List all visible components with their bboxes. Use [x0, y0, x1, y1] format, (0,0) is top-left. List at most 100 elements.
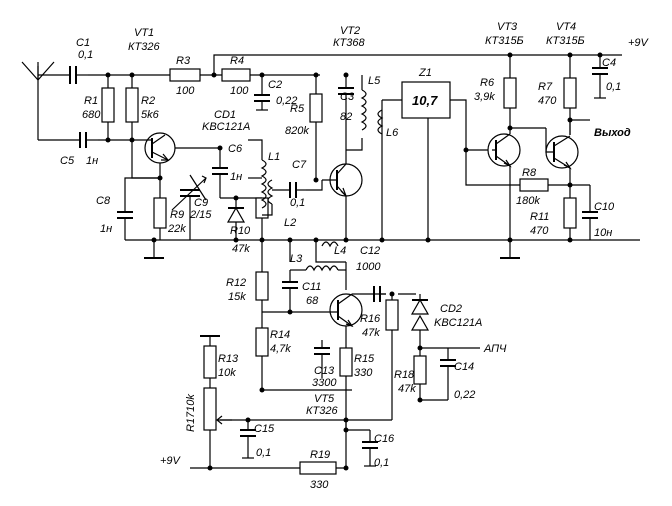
r1-label: R1 [84, 95, 98, 107]
c7-label: C7 [292, 159, 307, 171]
r17-body [203, 387, 217, 431]
c4-value: 0,1 [606, 81, 621, 93]
r7-body [563, 77, 577, 109]
cd2-label: CD2 [440, 303, 462, 315]
c6-value: 1н [230, 171, 242, 183]
c12-value: 1000 [356, 261, 381, 273]
r12-label: R12 [226, 277, 246, 289]
c16-value: 0,1 [374, 457, 389, 469]
r2-body [125, 87, 139, 123]
r11-label: R11 [530, 211, 549, 223]
z1-label: Z1 [418, 67, 432, 79]
r13-value: 10k [218, 367, 236, 379]
l5-label: L5 [368, 75, 381, 87]
vt1-label: VT1 [134, 27, 154, 39]
labels: C1 0,1 VT1 КТ326 VT2 КТ368 VT3 КТ315Б VT… [60, 21, 650, 491]
c1-value: 0,1 [78, 49, 93, 61]
supply-top-label: +9V [628, 37, 650, 49]
vt3-label: VT3 [497, 21, 518, 33]
vt1-body [144, 132, 176, 164]
apch-label: АПЧ [483, 343, 507, 355]
r19-body [299, 461, 337, 475]
r15-value: 330 [354, 367, 373, 379]
r4-value: 100 [230, 85, 249, 97]
cd1-label: CD1 [214, 109, 236, 121]
r18-label: R18 [394, 369, 415, 381]
r6-body [503, 77, 517, 109]
c11-value: 68 [306, 295, 319, 307]
r12-value: 15k [228, 291, 246, 303]
z1-filter [401, 81, 451, 119]
r9-body [153, 197, 167, 229]
r5-label: R5 [290, 103, 305, 115]
r7-value: 470 [538, 95, 557, 107]
r9-label: R9 [170, 209, 184, 221]
c14-label: C14 [454, 361, 474, 373]
r9-value: 22k [167, 223, 186, 235]
r11-value: 470 [530, 225, 549, 237]
c9-label: C9 [194, 197, 208, 209]
capacitors [69, 66, 608, 467]
r13-label: R13 [218, 353, 239, 365]
r10-label: R10 [230, 225, 251, 237]
l1-label: L1 [268, 151, 280, 163]
r12-body [255, 271, 269, 301]
c10-value: 10н [594, 227, 612, 239]
output-label: Выход [594, 127, 631, 139]
c10-label: C10 [594, 201, 615, 213]
inductors [260, 89, 384, 272]
r19-value: 330 [310, 479, 329, 491]
r14-value: 4,7k [270, 343, 291, 355]
c6-label: C6 [228, 143, 243, 155]
r7-label: R7 [538, 81, 553, 93]
c5-value: 1н [86, 155, 98, 167]
c7-value: 0,1 [290, 197, 305, 209]
r16-value: 47k [362, 327, 380, 339]
vt1-type: КТ326 [128, 41, 160, 53]
r16-label: R16 [360, 313, 381, 325]
vt4-type: КТ315Б [546, 35, 585, 47]
c12-label: C12 [360, 245, 380, 257]
vt4-label: VT4 [556, 21, 576, 33]
c8-label: C8 [96, 195, 111, 207]
r16-body [385, 299, 399, 331]
vt3-type: КТ315Б [485, 35, 524, 47]
r6-label: R6 [480, 77, 495, 89]
r3-value: 100 [176, 85, 195, 97]
r5-body [309, 93, 323, 123]
c11-label: C11 [302, 281, 321, 293]
cd2-type: KBC121A [434, 317, 482, 329]
r3-body [169, 68, 201, 82]
varicap-diodes [226, 206, 430, 331]
r15-label: R15 [354, 353, 375, 365]
junction-dots [105, 52, 603, 471]
r4-body [221, 68, 251, 82]
c13-value: 3300 [312, 377, 337, 389]
r8-label: R8 [522, 167, 537, 179]
c2-value: 0,22 [276, 95, 297, 107]
c8-value: 1н [100, 223, 112, 235]
c3-label: C3 [340, 91, 355, 103]
supply-bottom-label: +9V [160, 455, 182, 467]
vt5-label: VT5 [314, 393, 335, 405]
c2-label: C2 [268, 79, 282, 91]
l2-label: L2 [284, 217, 296, 229]
r5-value: 820k [285, 125, 309, 137]
c13-label: C13 [314, 365, 335, 377]
r2-label: R2 [141, 95, 155, 107]
r8-body [519, 178, 549, 192]
r1-value: 680 [82, 109, 101, 121]
r18-body [413, 355, 427, 385]
r1-body [101, 87, 115, 123]
c5-label: C5 [60, 155, 75, 167]
z1-value: 10,7 [412, 93, 438, 108]
r19-label: R19 [310, 449, 330, 461]
c15-label: C15 [254, 423, 275, 435]
resistors [101, 68, 577, 475]
r3-label: R3 [176, 55, 191, 67]
vt2-label: VT2 [340, 25, 360, 37]
c14-value: 0,22 [454, 389, 475, 401]
r14-body [255, 327, 269, 357]
r8-value: 180k [516, 195, 540, 207]
